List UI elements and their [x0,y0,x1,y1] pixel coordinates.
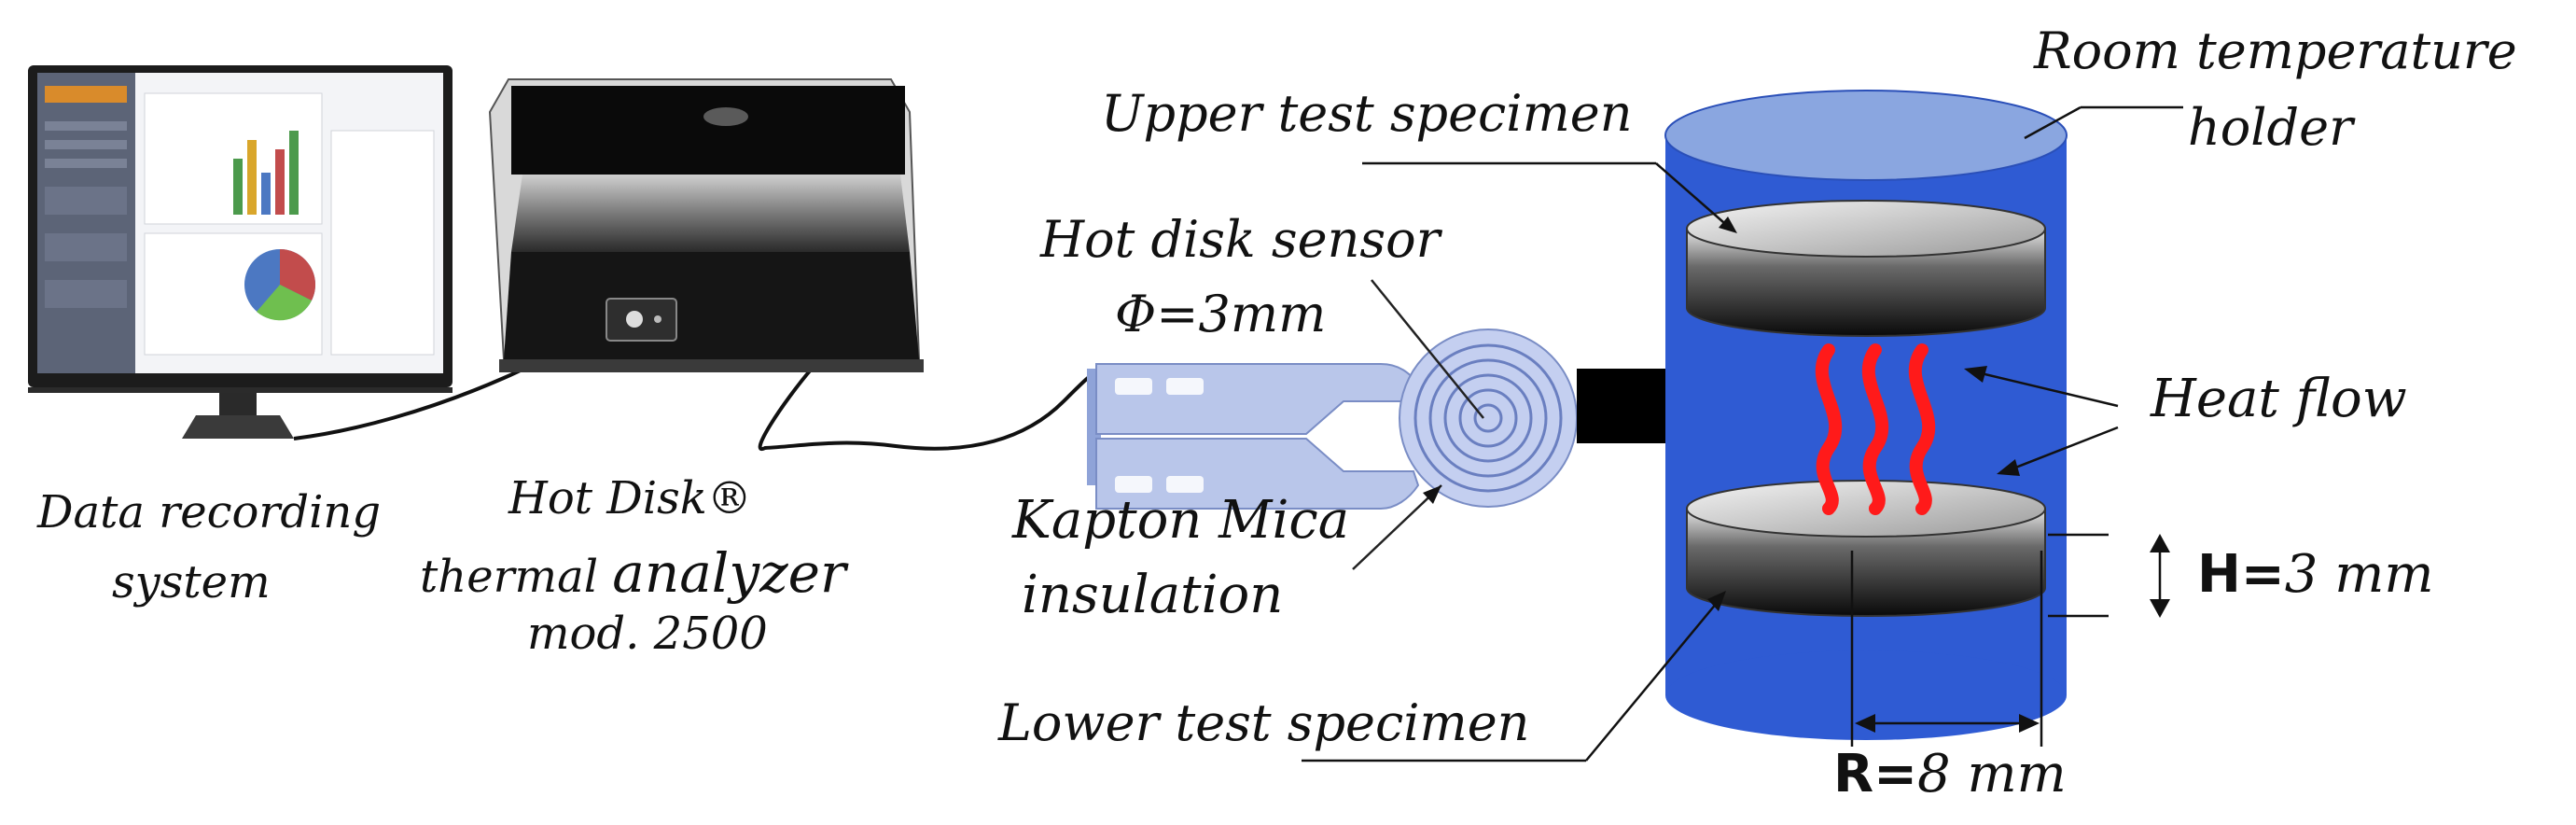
height-label: H=3 mm [2197,549,2433,601]
radius-equals: = [1873,744,1918,804]
monitor [28,65,453,439]
height-equals: = [2240,544,2285,605]
height-arrowhead-down [2150,599,2170,618]
sensor-label-1: Hot disk sensor [1040,210,1441,269]
room-temperature-label-1: Room temperature [2034,21,2517,80]
analyzer-label-3: mod. 2500 [527,608,768,660]
analyzer-label-1: Hot Disk® [508,472,752,524]
upper-specimen-label: Upper test specimen [1101,84,1633,143]
upper-specimen [1686,200,2046,337]
analyzer-label-2a: thermal [420,551,613,603]
lower-arrowhead [1707,591,1726,611]
heat-flow-arrowhead-top [1964,366,1987,383]
radius-value: 8 mm [1917,744,2067,804]
lower-leader [1585,596,1722,762]
height-value: 3 mm [2284,544,2434,605]
hot-disk-sensor [1087,329,1578,510]
sensor-label-2: Φ=3mm [1115,285,1327,343]
upper-leader [1655,162,1732,230]
analyzer-label-2b: analyzer [612,541,846,605]
analyzer-label-2: thermal analyzer [420,546,846,600]
radius-arrowhead-right [2019,714,2040,733]
kapton-label-1: Kapton Mica [1012,490,1350,551]
room-temperature-label-2: holder [2188,98,2353,157]
kapton-arrowhead [1423,485,1441,504]
height-letter: H [2197,544,2241,605]
sensor-leader [1371,279,1484,419]
hot-disk-analyzer [488,78,924,372]
cable-analyzer-sensor [758,367,1102,452]
radius-dimension [1850,551,2043,747]
room-temperature-holder [1664,90,2068,740]
data-recording-label-1: Data recording [37,486,382,538]
holder-leader [2024,105,2082,140]
radius-arrowhead-left [1855,714,1875,733]
radius-label: R=8 mm [1833,748,2067,801]
lower-specimen-label: Lower test specimen [998,693,1530,752]
upper-arrowhead [1719,217,1737,233]
height-arrowhead-up [2150,534,2170,552]
kapton-leader [1352,484,1442,570]
heat-flow-leader-bottom [2005,426,2119,473]
lower-specimen [1686,480,2046,617]
kapton-label-2: insulation [1022,565,1284,625]
heat-flow-label: Heat flow [2151,369,2407,429]
radius-letter: R [1833,744,1874,804]
data-recording-label-2: system [112,556,271,608]
heat-flow-arrowhead-bottom [1997,459,2020,476]
heat-flow-leader-top [1972,370,2119,408]
heat-waves [1815,343,1936,515]
